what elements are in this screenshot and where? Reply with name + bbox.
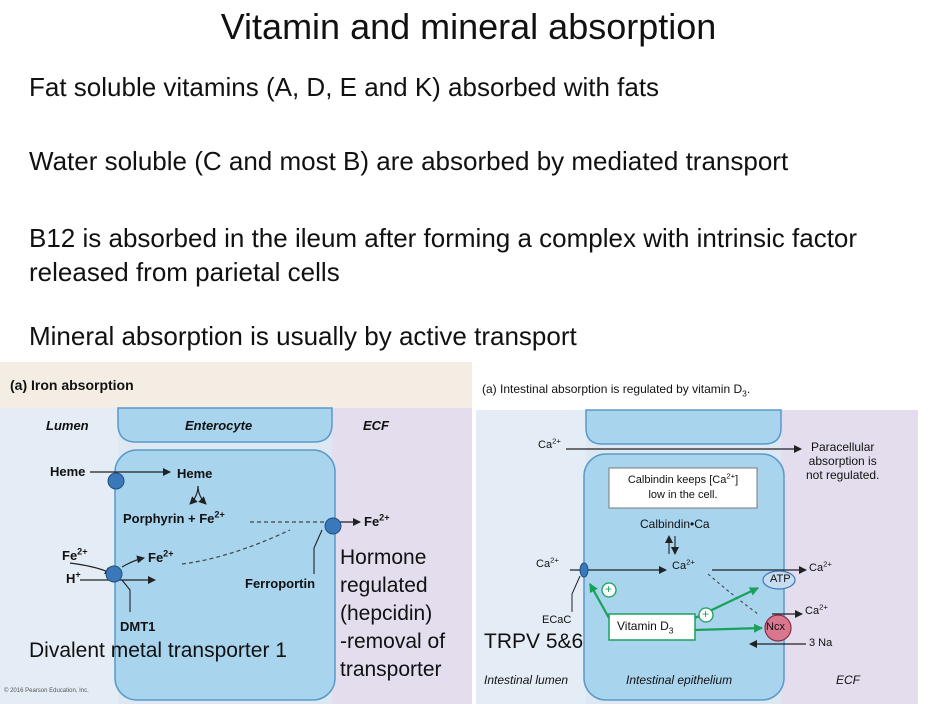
iron-diagram: [0, 362, 472, 704]
lumen-region: [0, 408, 118, 704]
fe-dashed-low: [181, 529, 291, 565]
atp-pump: [762, 570, 796, 590]
lumen-label: Lumen: [46, 418, 89, 433]
plus-sign-ecac: +: [605, 582, 613, 596]
iron-heading: (a) Iron absorption: [10, 377, 134, 393]
atp-label: ATP: [770, 573, 791, 585]
calbindin-box: [608, 467, 758, 509]
enterocyte-label: Enterocyte: [185, 418, 253, 433]
ecf-label: ECF: [363, 418, 389, 433]
vitamin-d-label: Vitamin D3: [617, 619, 674, 636]
heme-cell-label: Heme: [177, 466, 213, 481]
bullet-fat-soluble: Fat soluble vitamins (A, D, E and K) abs…: [29, 72, 660, 102]
plus-sign-atp: +: [702, 607, 710, 621]
ferroportin-leader: [313, 529, 323, 574]
fe-cell-label: Fe2+: [148, 548, 174, 565]
vitamin-d-box: [608, 613, 696, 641]
calcium-neighbour-cell: [585, 409, 782, 445]
calcium-diagram: [476, 409, 918, 704]
bullet-water-soluble: Water soluble (C and most B) are absorbe…: [29, 146, 789, 176]
dmt1-label: DMT1: [120, 619, 156, 634]
iron-absorption-figure: (a) Iron absorption Lumen Enterocyte ECF…: [0, 362, 472, 704]
ncx-exchanger: [764, 614, 792, 642]
intestinal-lumen-region: [476, 410, 586, 704]
neighbour-cell: [117, 407, 333, 443]
ecac-leader: [571, 575, 581, 612]
ferroportin-label: Ferroportin: [245, 576, 316, 591]
paracellular-label: Paracellular absorption is not regulated…: [806, 440, 880, 482]
calbindin-ca-label: Calbindin•Ca: [640, 517, 710, 531]
heme-split-right: [197, 485, 207, 505]
calcium-heading: (a) Intestinal absorption is regulated b…: [482, 382, 751, 399]
ca-ecf-label-1: Ca2+: [809, 559, 832, 574]
h-plus-label: H+: [66, 569, 81, 586]
ecac-label: ECaC: [542, 614, 572, 626]
dmt1-leader: [121, 579, 131, 612]
fe-lumen-label: Fe2+: [62, 546, 88, 563]
trpv-note: TRPV 5&6: [484, 630, 584, 653]
calcium-ecf-label: ECF: [836, 673, 860, 687]
vitd-to-ecac-arrow: [589, 583, 610, 619]
vitd-to-ncx-arrow: [694, 623, 763, 633]
ca-dashed-ncx: [707, 573, 759, 615]
intestinal-lumen-label: Intestinal lumen: [484, 673, 569, 687]
na-label: 3 Na: [809, 637, 833, 649]
porphyrin-label: Porphyrin + Fe2+: [123, 509, 225, 526]
heme-transporter: [107, 472, 125, 490]
ncx-label: Ncx: [766, 621, 785, 633]
ca-cell-label: Ca2+: [672, 557, 695, 572]
fe-ecf-label: Fe2+: [364, 512, 390, 529]
ca-ecf-label-2: Ca2+: [805, 602, 828, 617]
calcium-ecf-region: [781, 410, 918, 704]
hormone-note: Hormone regulated (hepcidin) -removal of…: [340, 544, 446, 684]
copyright-text: © 2016 Pearson Education, Inc.: [4, 688, 89, 694]
calcium-absorption-figure: (a) Intestinal absorption is regulated b…: [476, 362, 937, 704]
ca-lumen-label: Ca2+: [536, 555, 559, 570]
bullet-minerals: Mineral absorption is usually by active …: [29, 321, 577, 351]
fe-into-cell-arrow: [121, 555, 145, 568]
plus-circle-ecac: [601, 582, 617, 598]
calbindin-text: Calbindin keeps [Ca2+] low in the cell.: [627, 471, 739, 501]
dmt1-transporter: [105, 565, 123, 583]
heme-lumen-label: Heme: [50, 464, 86, 479]
intestinal-epithelium-label: Intestinal epithelium: [626, 673, 733, 687]
ferroportin-transporter: [324, 517, 342, 535]
ecac-channel: [579, 562, 589, 578]
iron-heading-strip: [0, 362, 472, 408]
ca-lumen-top-label: Ca2+: [538, 436, 561, 451]
slide-title: Vitamin and mineral absorption: [220, 6, 717, 47]
bullet-b12: B12 is absorbed in the ileum after formi…: [29, 223, 858, 287]
plus-circle-atp: [698, 607, 714, 623]
dmt1-full-name: Divalent metal transporter 1: [29, 639, 287, 662]
